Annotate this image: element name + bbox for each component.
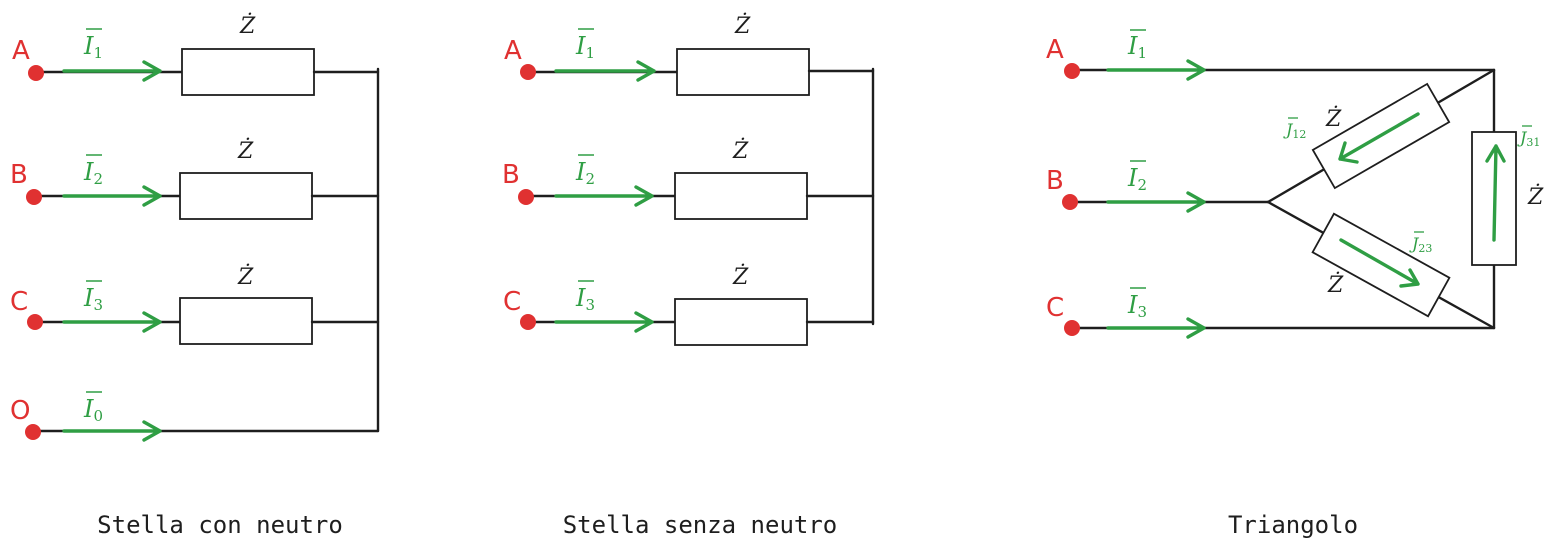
impedance-label: Ż (239, 12, 256, 39)
phase-c-line: C I3 Ż (503, 263, 875, 346)
current-label: I3 (1127, 291, 1147, 321)
phase-b-line: B I2 (1046, 160, 1206, 213)
branch-current-arrow (1485, 144, 1506, 242)
impedance-resistor (676, 48, 810, 96)
branch-current-arrow (1339, 238, 1420, 288)
terminal-node (520, 314, 536, 330)
branch-current-arrow (1338, 112, 1420, 164)
branch-current-label: J12 (1283, 120, 1306, 141)
impedance-label: Ż (1327, 271, 1344, 298)
impedance-label: Ż (1325, 105, 1342, 132)
phase-c-line: C I3 Ż (10, 263, 380, 345)
current-label: I3 (83, 284, 103, 314)
caption: Stella con neutro (97, 511, 343, 539)
terminal-node (1064, 320, 1080, 336)
current-arrow (554, 185, 654, 207)
terminal-node (25, 424, 41, 440)
terminal-node (1062, 194, 1078, 210)
terminal-node (1064, 63, 1080, 79)
current-arrow (554, 311, 654, 333)
current-label: I2 (1127, 164, 1147, 194)
impedance-label: Ż (1527, 183, 1544, 210)
caption: Triangolo (1228, 511, 1358, 539)
terminal-label: C (503, 287, 521, 317)
phase-b-line: B I2 Ż (10, 137, 380, 220)
branch-current-label: J23 (1409, 234, 1432, 255)
branch-current-label: J31 (1517, 128, 1540, 149)
terminal-node (28, 65, 44, 81)
impedance-resistor (181, 48, 315, 96)
impedance-resistor (179, 297, 313, 345)
current-arrow (1106, 191, 1206, 213)
current-arrow (1106, 317, 1206, 339)
current-label: I0 (83, 395, 103, 425)
diagram-stella-con-neutro: A I1 Ż B I2 Ż C I3 Ż (10, 12, 380, 539)
diagram-stella-senza-neutro: A I1 Ż B I2 Ż C I3 Ż (502, 12, 875, 539)
terminal-label: B (1046, 166, 1064, 196)
terminal-node (26, 189, 42, 205)
terminal-label: B (10, 160, 28, 190)
terminal-label: C (10, 287, 28, 317)
impedance-label: Ż (237, 137, 254, 164)
current-label: I1 (1127, 32, 1147, 62)
current-label: I1 (83, 32, 103, 62)
terminal-node (27, 314, 43, 330)
terminal-node (518, 189, 534, 205)
current-arrow (62, 420, 162, 442)
current-arrow (62, 60, 162, 82)
branch-12: J12 Ż (1283, 82, 1451, 190)
impedance-label: Ż (237, 263, 254, 290)
terminal-label: O (10, 396, 30, 426)
impedance-label: Ż (734, 12, 751, 39)
current-arrow (62, 311, 162, 333)
current-label: I2 (575, 158, 595, 188)
diagram-triangolo: J12 Ż J23 Ż J31 Ż A I1 (1046, 29, 1544, 539)
impedance-resistor (1311, 212, 1451, 318)
current-label: I3 (575, 284, 595, 314)
phase-a-line: A I1 Ż (12, 12, 380, 96)
impedance-label: Ż (732, 263, 749, 290)
phase-a-line: A I1 (1046, 29, 1206, 81)
current-label: I2 (83, 158, 103, 188)
current-arrow (1106, 59, 1206, 81)
terminal-label: C (1046, 293, 1064, 323)
current-label: I1 (575, 32, 595, 62)
phase-c-line: C I3 (1046, 287, 1206, 339)
phase-b-line: B I2 Ż (502, 137, 875, 220)
phase-a-line: A I1 Ż (504, 12, 875, 96)
terminal-node (520, 64, 536, 80)
current-arrow (554, 60, 656, 82)
neutral-line: O I0 (10, 391, 380, 442)
caption: Stella senza neutro (563, 511, 838, 539)
impedance-resistor (179, 172, 313, 220)
impedance-label: Ż (732, 137, 749, 164)
terminal-label: A (1046, 35, 1064, 65)
terminal-label: A (504, 36, 522, 66)
terminal-label: B (502, 160, 520, 190)
branch-23: J23 Ż (1311, 212, 1451, 318)
current-arrow (62, 185, 162, 207)
branch-31: J31 Ż (1471, 125, 1544, 266)
impedance-resistor (674, 172, 808, 220)
terminal-label: A (12, 36, 30, 66)
impedance-resistor (674, 298, 808, 346)
